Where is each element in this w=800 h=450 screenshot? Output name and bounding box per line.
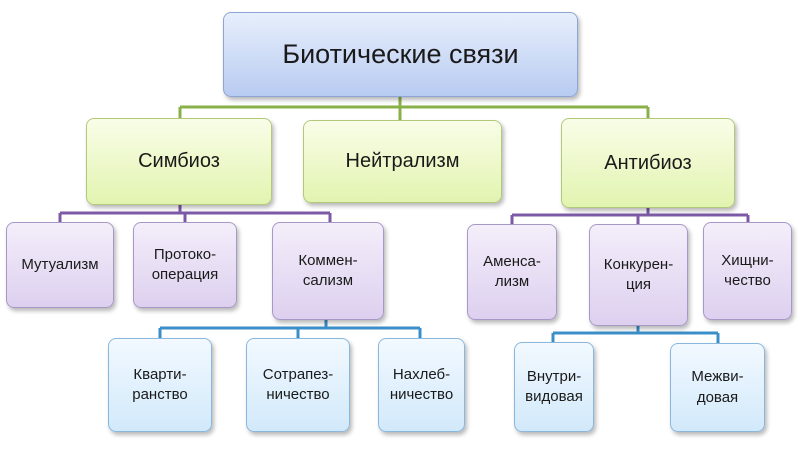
- symbiosis-label: Симбиоз: [138, 150, 220, 172]
- antibiosis-node: Антибиоз: [561, 118, 735, 208]
- predation-node: Хищни- чество: [703, 222, 792, 320]
- root-label: Биотические связи: [282, 39, 519, 70]
- quartering-node: Кварти- ранство: [108, 338, 212, 432]
- quartering-label: Кварти- ранство: [132, 365, 188, 403]
- intraspecific-node: Внутри- видовая: [514, 342, 594, 432]
- freeloading-node: Нахлеб- ничество: [378, 338, 465, 432]
- intraspecific-label: Внутри- видовая: [525, 367, 583, 405]
- predation-label: Хищни- чество: [721, 251, 774, 289]
- neutralism-label: Нейтрализм: [345, 150, 460, 172]
- commensalism-connector-lines: [158, 320, 422, 338]
- commensalism-node: Коммен- сализм: [272, 222, 384, 320]
- cohabiting-node: Сотрапез- ничество: [246, 338, 350, 432]
- freeloading-label: Нахлеб- ничество: [389, 365, 454, 403]
- antibiosis-label: Антибиоз: [604, 151, 692, 174]
- root-node: Биотические связи: [223, 12, 578, 97]
- symbiosis-connector-lines: [58, 205, 332, 222]
- interspecific-label: Межви- довая: [691, 368, 744, 406]
- protocooperation-node: Протоко- операция: [133, 222, 237, 308]
- competition-connector-lines: [551, 326, 720, 343]
- protocooperation-label: Протоко- операция: [151, 245, 219, 283]
- cohabiting-label: Сотрапез- ничество: [262, 365, 334, 403]
- neutralism-node: Нейтрализм: [303, 120, 502, 203]
- mutualism-node: Мутуализм: [6, 222, 114, 308]
- competition-node: Конкурен- ция: [589, 224, 688, 326]
- competition-label: Конкурен- ция: [603, 255, 674, 293]
- amensalism-node: Аменса- лизм: [467, 224, 557, 320]
- amensalism-label: Аменса- лизм: [483, 252, 541, 290]
- symbiosis-node: Симбиоз: [86, 118, 272, 205]
- antibiosis-connector-lines: [510, 208, 750, 224]
- mutualism-label: Мутуализм: [21, 255, 99, 273]
- commensalism-label: Коммен- сализм: [298, 251, 358, 289]
- interspecific-node: Межви- довая: [670, 343, 765, 432]
- root-connector-lines: [178, 97, 650, 120]
